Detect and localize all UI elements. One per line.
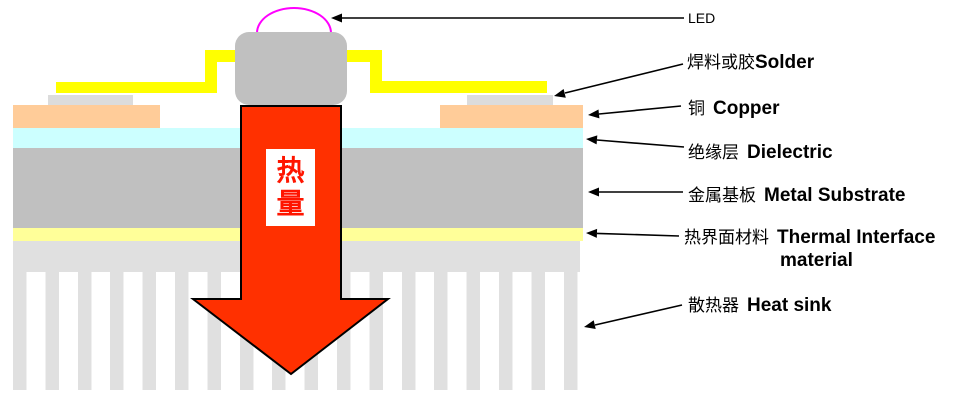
label-solder-en: Solder [755,52,815,73]
label-copper-zh: 铜 [688,99,705,118]
leader-line-copper [598,105,682,115]
label-dielectric: 绝缘层 Dielectric [688,142,833,165]
label-copper: 铜 Copper [688,98,780,121]
label-thermal-interface: 热界面材料 Thermal Interface material [684,227,935,271]
leader-line-heatsink [594,304,683,326]
label-dielectric-zh: 绝缘层 [688,143,739,162]
leader-line-dielectric [596,139,685,148]
label-led-text: LED [688,10,716,26]
arrowhead-tim [586,228,598,238]
label-metal-substrate-zh: 金属基板 [688,186,756,205]
leader-line-tim [596,232,680,237]
led-package [235,32,347,105]
label-solder: 焊料或胶Solder [687,52,814,75]
label-thermal-interface-en: Thermal Interface [777,227,936,248]
heat-flow-arrow [190,105,391,376]
solder-pad-left [48,95,133,105]
label-thermal-interface-zh: 热界面材料 [684,228,769,247]
arrowhead-solder [554,89,566,98]
trace-left-lower [56,82,217,93]
heat-char-top: 热 [276,155,305,186]
label-metal-substrate-en: Metal Substrate [764,185,906,206]
label-heat-sink-en: Heat sink [747,295,832,316]
label-heat-sink-zh: 散热器 [688,296,739,315]
arrowhead-dielectric [586,135,598,145]
leader-line-solder [564,63,684,94]
heat-label-box: 热 量 [266,149,315,226]
arrowhead-substrate [588,187,599,197]
label-metal-substrate: 金属基板 Metal Substrate [688,185,905,208]
trace-right-lower [370,81,547,93]
label-led: LED [688,9,715,27]
arrowhead-heatsink [584,320,596,329]
solder-pad-right [467,95,553,105]
trace-left-upper [205,50,237,62]
label-heat-sink: 散热器 Heat sink [688,295,831,318]
heat-char-bottom: 量 [276,188,305,219]
label-dielectric-en: Dielectric [747,142,833,163]
copper-layer-right [440,105,583,128]
label-thermal-interface-en2: material [780,250,853,271]
arrowhead-led [331,13,342,23]
label-solder-zh: 焊料或胶 [687,53,755,72]
arrowhead-copper [588,109,600,119]
label-copper-en: Copper [713,98,780,119]
copper-layer-left [13,105,160,128]
